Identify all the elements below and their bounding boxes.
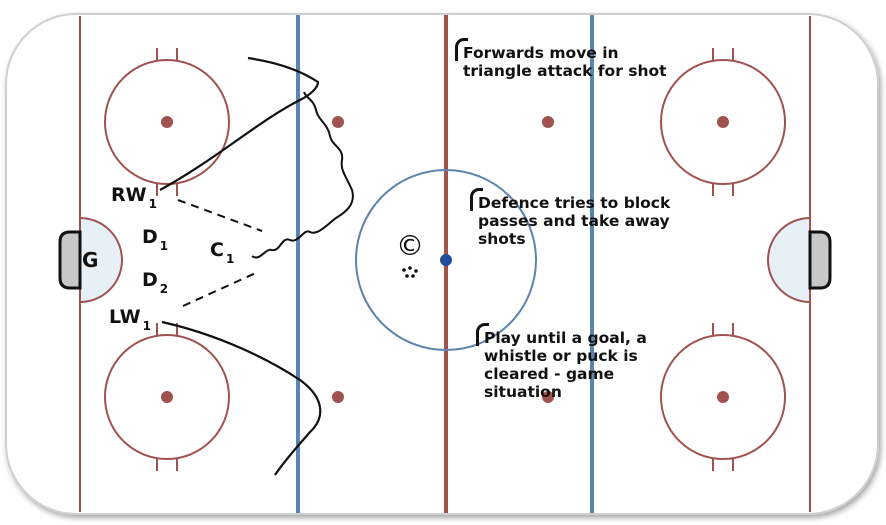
center-circle [355,169,537,351]
goal-crease-left [79,216,123,304]
faceoff-circle-bottom-left [104,323,230,471]
note-defence-line-1: Defence tries to block [478,194,671,212]
pucks [402,266,418,278]
note-bracket-icon [455,38,468,61]
note-play: Play until a goal, a whistle or puck is … [476,323,647,401]
c1-puck-carry-path [251,91,354,259]
note-forwards-line-1: Forwards move in [463,44,619,62]
goal-net-right [808,230,832,290]
note-bracket-icon [476,323,489,346]
note-forwards-line-2: triangle attack for shot [463,62,667,80]
note-bracket-icon [470,188,483,211]
d1-sub: 1 [159,239,169,253]
rw1-name: RW [111,184,147,206]
faceoff-circle-top-right [660,48,786,196]
goal-crease-right [767,216,811,304]
note-defence-line-2: passes and take away [478,212,670,230]
lw1-name: LW [109,306,141,328]
lw1-sub: 1 [142,319,151,333]
note-defence-line-3: shots [478,230,526,248]
note-play-line-2: whistle or puck is [484,347,638,365]
faceoff-circle-top-left [104,48,230,196]
neutral-dot-top-left [332,116,344,128]
neutral-dot-bottom-left [332,391,344,403]
d2-name: D [142,269,158,291]
lw-skate-path [161,320,322,476]
note-play-line-4: situation [484,383,562,401]
goal-net-left [58,230,82,290]
note-play-line-1: Play until a goal, a [484,329,647,347]
neutral-dot-bottom-right [542,391,554,403]
goalie-label: G [82,248,99,272]
d2-sub: 2 [159,282,169,296]
note-defence: Defence tries to block passes and take a… [470,188,671,248]
c1-name: C [210,239,224,261]
faceoff-circle-bottom-right [660,323,786,471]
d1-name: D [142,226,158,248]
pass-lane-rw-to-c1 [177,199,263,232]
rw1-sub: 1 [148,197,157,211]
center-faceoff-dot [440,254,452,266]
neutral-dot-top-right [542,116,554,128]
coach-label: © [396,229,424,262]
c1-sub: 1 [225,252,235,266]
note-forwards: Forwards move in triangle attack for sho… [455,38,667,80]
note-play-line-3: cleared - game [484,365,615,383]
